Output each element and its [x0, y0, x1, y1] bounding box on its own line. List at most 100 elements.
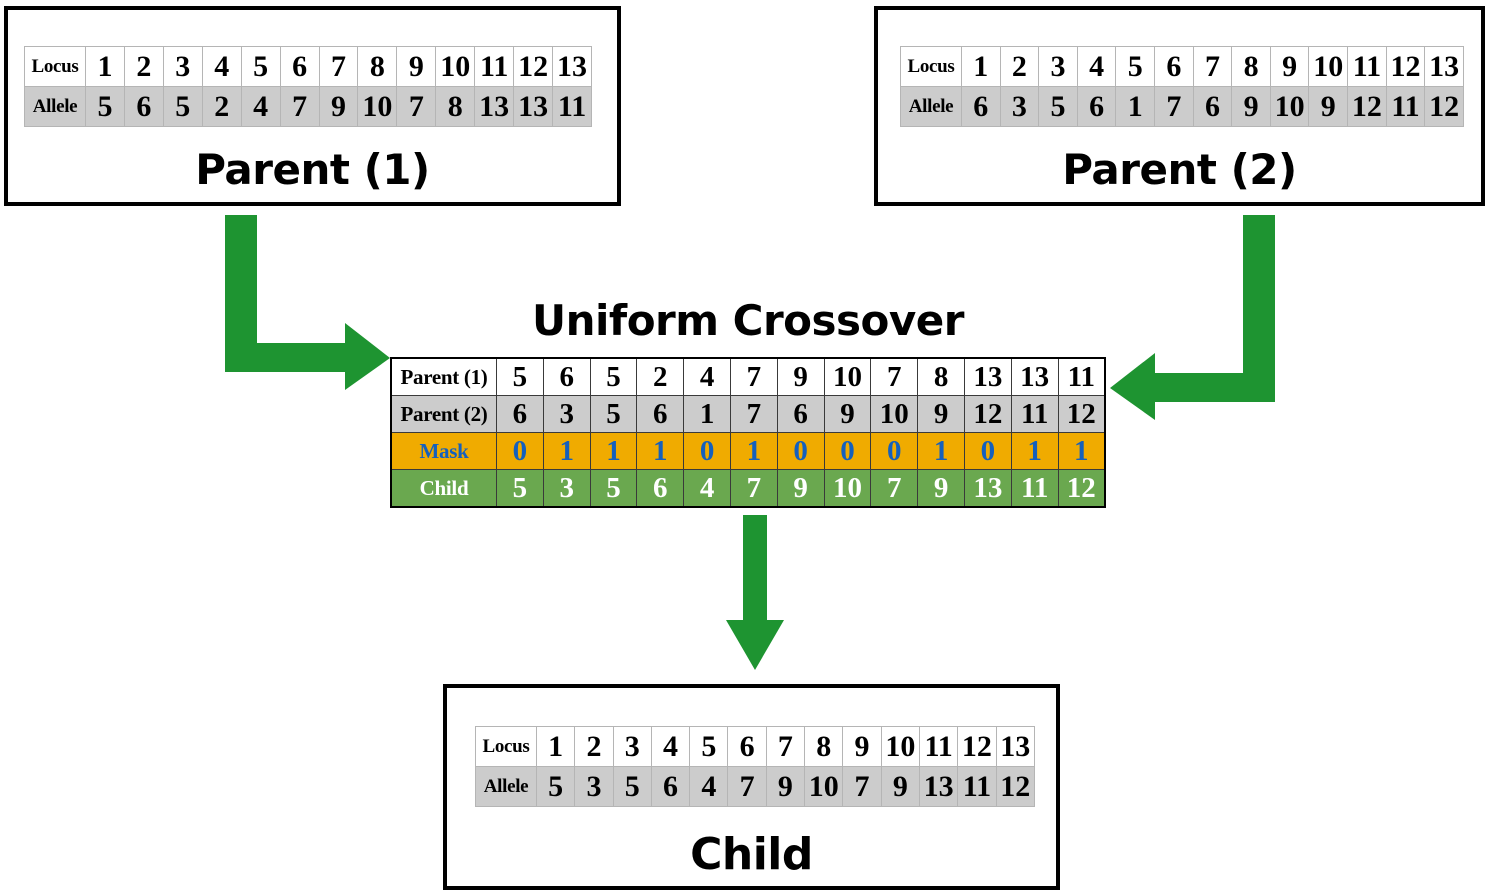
crossover-title: Uniform Crossover — [532, 296, 964, 345]
mask-cell: 0 — [963, 432, 1012, 470]
child-locus-cell: 8 — [804, 726, 844, 767]
child-title: Child — [690, 829, 813, 880]
child-allele-cell: 7 — [727, 766, 767, 807]
crossover-cell: 10 — [870, 395, 919, 433]
crossover-row-child: Child 5 3 5 6 4 7 9 10 7 9 13 11 12 — [390, 469, 1106, 508]
child-allele-cell: 11 — [957, 766, 997, 807]
crossover-cell: 13 — [1010, 357, 1059, 396]
arrow-shape — [726, 515, 784, 670]
parent1-allele-cell: 11 — [552, 86, 592, 127]
child-cell: 7 — [870, 469, 919, 508]
parent2-table: Locus 1 2 3 4 5 6 7 8 9 10 11 12 13 Alle… — [900, 46, 1464, 127]
mask-cell: 1 — [1057, 432, 1106, 470]
crossover-table: Parent (1) 5 6 5 2 4 7 9 10 7 8 13 13 11… — [390, 357, 1106, 508]
child-cell: 11 — [1010, 469, 1059, 508]
parent2-panel: Locus 1 2 3 4 5 6 7 8 9 10 11 12 13 Alle… — [874, 6, 1485, 206]
child-cell: 12 — [1057, 469, 1106, 508]
parent2-locus-cell: 12 — [1385, 46, 1426, 87]
parent1-allele-row: Allele 5 6 5 2 4 7 9 10 7 8 13 13 11 — [24, 86, 592, 127]
child-cell: 6 — [636, 469, 685, 508]
crossover-cell: 12 — [1057, 395, 1106, 433]
crossover-cell: 9 — [823, 395, 872, 433]
parent2-locus-cell: 11 — [1347, 46, 1387, 87]
parent1-locus-row: Locus 1 2 3 4 5 6 7 8 9 10 11 12 13 — [24, 46, 592, 87]
crossover-cell: 9 — [776, 357, 825, 396]
arrow-parent1-to-crossover — [225, 215, 390, 390]
arrow-parent2-to-crossover — [1110, 215, 1275, 420]
parent1-panel: Locus 1 2 3 4 5 6 7 8 9 10 11 12 13 Alle… — [4, 6, 621, 206]
crossover-cell: 7 — [729, 395, 778, 433]
child-locus-cell: 2 — [574, 726, 614, 767]
parent2-allele-cell: 6 — [961, 86, 1001, 127]
crossover-cell: 11 — [1010, 395, 1059, 433]
mask-cell: 1 — [917, 432, 965, 470]
child-allele-cell: 13 — [918, 766, 959, 807]
parent1-allele-cell: 7 — [279, 86, 320, 127]
child-allele-cell: 9 — [765, 766, 806, 807]
parent2-allele-cell: 3 — [999, 86, 1040, 127]
mask-cell: 0 — [823, 432, 872, 470]
parent1-allele-cell: 5 — [85, 86, 125, 127]
child-table: Locus 1 2 3 4 5 6 7 8 9 10 11 12 13 Alle… — [475, 726, 1036, 807]
mask-cell: 1 — [542, 432, 591, 470]
mask-cell: 0 — [683, 432, 731, 470]
child-locus-label: Locus — [475, 726, 537, 767]
child-cell: 5 — [496, 469, 544, 508]
parent2-allele-cell: 5 — [1038, 86, 1078, 127]
crossover-cell: 7 — [870, 357, 919, 396]
parent1-locus-cell: 8 — [357, 46, 398, 87]
crossover-cell: 10 — [823, 357, 872, 396]
parent1-allele-cell: 7 — [396, 86, 437, 127]
crossover-cell: 1 — [683, 395, 731, 433]
parent2-allele-cell: 6 — [1192, 86, 1233, 127]
parent1-locus-cell: 3 — [162, 46, 203, 87]
parent1-allele-cell: 13 — [513, 86, 554, 127]
child-allele-cell: 6 — [650, 766, 691, 807]
crossover-row-label: Parent (1) — [390, 357, 497, 396]
crossover-row-parent2: Parent (2) 6 3 5 6 1 7 6 9 10 9 12 11 12 — [390, 395, 1106, 433]
mask-cell: 1 — [589, 432, 638, 470]
parent1-allele-label: Allele — [24, 86, 86, 127]
crossover-cell: 12 — [963, 395, 1012, 433]
parent1-allele-cell: 13 — [474, 86, 515, 127]
crossover-row-label: Child — [390, 469, 497, 508]
parent1-locus-cell: 5 — [240, 46, 281, 87]
child-allele-row: Allele 5 3 5 6 4 7 9 10 7 9 13 11 12 — [475, 766, 1036, 807]
parent2-locus-cell: 5 — [1115, 46, 1156, 87]
parent2-allele-cell: 7 — [1154, 86, 1194, 127]
child-locus-cell: 10 — [880, 726, 920, 767]
crossover-cell: 9 — [917, 395, 965, 433]
child-allele-cell: 10 — [804, 766, 844, 807]
crossover-cell: 6 — [636, 395, 685, 433]
crossover-cell: 6 — [496, 395, 544, 433]
parent2-locus-label: Locus — [900, 46, 962, 87]
parent1-locus-cell: 11 — [474, 46, 515, 87]
crossover-cell: 2 — [636, 357, 685, 396]
parent2-allele-label: Allele — [900, 86, 962, 127]
parent1-locus-cell: 12 — [513, 46, 554, 87]
child-allele-cell: 9 — [880, 766, 920, 807]
parent2-locus-cell: 6 — [1154, 46, 1194, 87]
arrow-shape — [1110, 215, 1275, 420]
parent2-locus-cell: 4 — [1076, 46, 1117, 87]
parent2-allele-cell: 9 — [1308, 86, 1349, 127]
child-allele-label: Allele — [475, 766, 537, 807]
parent2-locus-cell: 13 — [1424, 46, 1464, 87]
mask-cell: 0 — [496, 432, 544, 470]
child-locus-cell: 11 — [918, 726, 959, 767]
parent1-allele-cell: 4 — [240, 86, 281, 127]
child-allele-cell: 3 — [574, 766, 614, 807]
child-allele-cell: 12 — [995, 766, 1036, 807]
crossover-cell: 5 — [589, 357, 638, 396]
parent1-allele-cell: 2 — [201, 86, 242, 127]
parent1-locus-cell: 13 — [552, 46, 592, 87]
child-locus-cell: 12 — [957, 726, 997, 767]
child-locus-cell: 9 — [842, 726, 882, 767]
mask-cell: 1 — [729, 432, 778, 470]
crossover-cell: 13 — [963, 357, 1012, 396]
child-locus-cell: 6 — [727, 726, 767, 767]
parent2-locus-cell: 8 — [1231, 46, 1271, 87]
crossover-cell: 3 — [542, 395, 591, 433]
child-cell: 5 — [589, 469, 638, 508]
parent1-locus-cell: 2 — [123, 46, 164, 87]
